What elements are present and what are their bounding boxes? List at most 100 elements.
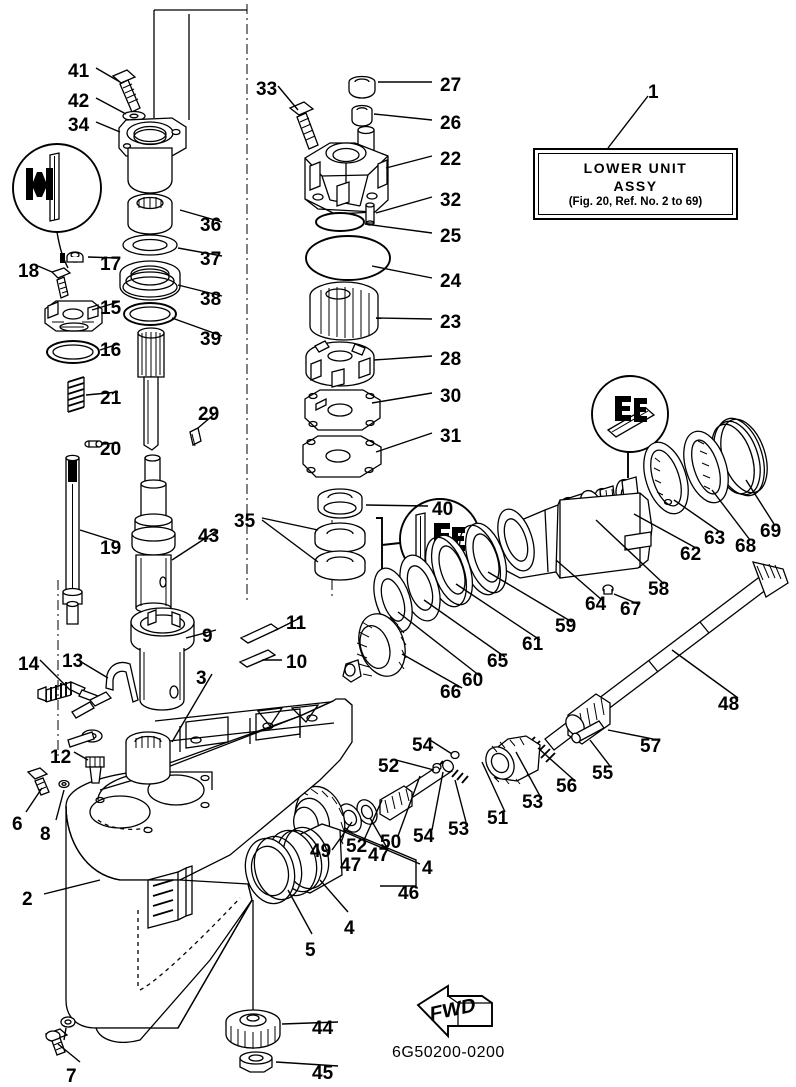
part-28-impeller — [305, 340, 375, 388]
part-9-sleeve — [130, 607, 195, 711]
callout-number-32: 32 — [440, 190, 462, 211]
callout-number-41: 41 — [68, 61, 90, 82]
callout-number-37: 37 — [200, 249, 222, 270]
callout-number-64: 64 — [585, 594, 607, 615]
part-68-race — [683, 430, 729, 504]
title-box-line1: LOWER UNIT — [583, 160, 688, 176]
callout-number-48: 48 — [718, 694, 740, 715]
callout-number-52: 52 — [378, 756, 400, 777]
part-26-bushing — [351, 104, 373, 127]
detail-bubble-e-right — [591, 375, 669, 478]
part-44-anode — [225, 1009, 281, 1049]
group-water-pump — [288, 75, 391, 581]
callout-number-53: 53 — [522, 792, 544, 813]
callout-number-69: 69 — [760, 521, 782, 542]
callout-number-50: 50 — [380, 832, 402, 853]
part-35-bearings — [314, 517, 383, 581]
callout-number-23: 23 — [440, 312, 462, 333]
callout-number-62: 62 — [680, 544, 702, 565]
callout-number-4: 4 — [344, 918, 355, 939]
callout-number-56: 56 — [556, 776, 578, 797]
callout-number-61: 61 — [522, 634, 544, 655]
part-32-dowel — [365, 202, 375, 226]
callout-number-46: 46 — [398, 883, 420, 904]
group-trim-tab — [225, 900, 281, 1073]
callout-number-1: 1 — [648, 82, 659, 103]
group-upper-bracket — [111, 9, 247, 194]
callout-number-25: 25 — [440, 226, 462, 247]
part-54-pin-a — [450, 750, 460, 760]
part-22-pump-housing — [304, 125, 389, 215]
part-51-clutch-dog — [485, 735, 541, 785]
callout-number-53: 53 — [448, 819, 470, 840]
callout-number-7: 7 — [66, 1066, 77, 1087]
part-21-spring — [67, 376, 85, 413]
callout-number-35: 35 — [234, 511, 256, 532]
callout-number-20: 20 — [100, 439, 122, 460]
callout-number-47: 47 — [340, 855, 362, 876]
callout-number-3: 3 — [196, 668, 207, 689]
part-40-seal — [317, 488, 363, 519]
part-27-seal — [348, 75, 376, 99]
part-19-shift-rod — [62, 454, 83, 625]
part-38-ball-bearing — [119, 260, 181, 301]
title-box: LOWER UNIT ASSY (Fig. 20, Ref. No. 2 to … — [533, 148, 738, 220]
part-3-bushing — [125, 731, 171, 785]
callout-number-24: 24 — [440, 271, 462, 292]
part-20-pin — [84, 440, 103, 448]
part-17-nut — [60, 251, 84, 263]
callout-number-58: 58 — [648, 579, 670, 600]
callout-number-12: 12 — [50, 747, 72, 768]
callout-number-17: 17 — [100, 254, 122, 275]
callout-number-29: 29 — [198, 404, 220, 425]
part-8-washer-bottom — [60, 1016, 76, 1028]
part-41-bolt — [111, 69, 141, 113]
callout-number-26: 26 — [440, 113, 462, 134]
callout-number-42: 42 — [68, 91, 90, 112]
callout-number-14: 14 — [18, 654, 40, 675]
callout-number-15: 15 — [100, 298, 122, 319]
callout-number-36: 36 — [200, 215, 222, 236]
detail-bubble-m — [12, 143, 102, 269]
diagram-code: 6G50200-0200 — [392, 1044, 505, 1061]
part-66-forward-gear — [342, 613, 407, 683]
fwd-arrow — [416, 984, 493, 1039]
part-16-oring — [46, 340, 100, 364]
part-18-bolt — [50, 267, 72, 299]
part-15-bracket — [44, 300, 103, 332]
callout-number-5: 5 — [305, 940, 316, 961]
callout-number-4: 4 — [422, 858, 433, 879]
part-59-seal — [458, 522, 508, 596]
callout-number-68: 68 — [735, 536, 757, 557]
water-intake-grille — [147, 865, 193, 929]
callout-number-10: 10 — [286, 652, 308, 673]
group-prop-shaft — [244, 561, 789, 905]
part-63-retainer — [643, 441, 689, 515]
callout-number-59: 59 — [555, 616, 577, 637]
part-12-plug — [85, 756, 105, 784]
part-5-seal-ring — [244, 835, 303, 905]
callout-number-34: 34 — [68, 115, 90, 136]
callout-number-6: 6 — [12, 814, 23, 835]
callout-number-57: 57 — [640, 736, 662, 757]
part-25-oring — [315, 212, 365, 232]
part-36-bearing — [127, 193, 173, 235]
callout-number-13: 13 — [62, 651, 84, 672]
callout-number-2: 2 — [22, 889, 33, 910]
part-39-oring — [123, 302, 177, 326]
part-31-gasket — [302, 435, 382, 478]
callout-number-40: 40 — [432, 499, 454, 520]
callout-number-11: 11 — [286, 613, 307, 634]
callout-number-33: 33 — [256, 79, 278, 100]
part-13-rod — [67, 661, 139, 748]
part-33-bolt — [288, 101, 319, 150]
part-43-driveshaft — [131, 327, 176, 614]
group-gearcase-housing — [65, 698, 353, 1043]
callout-number-54: 54 — [413, 826, 435, 847]
part-10-key — [238, 649, 277, 668]
part-11-key — [239, 623, 280, 644]
part-23-pump-cup — [309, 281, 379, 341]
part-29-key — [189, 427, 202, 447]
callout-number-65: 65 — [487, 651, 509, 672]
